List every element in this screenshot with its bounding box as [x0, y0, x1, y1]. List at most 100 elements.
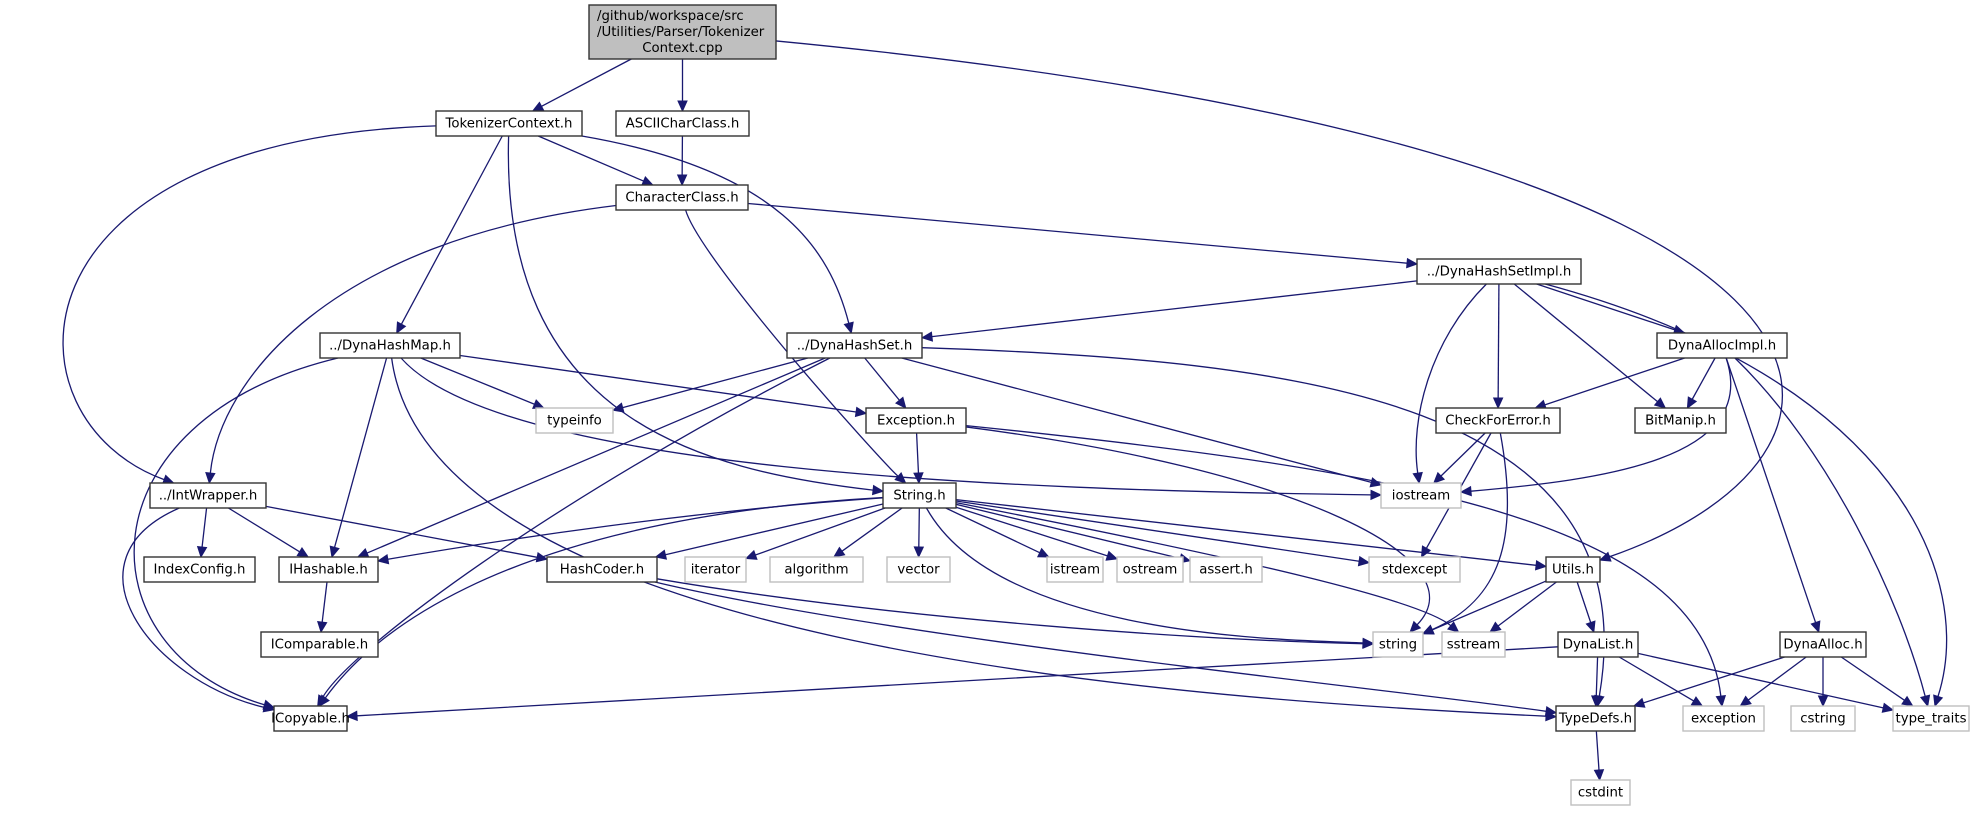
edge-arrowhead	[1632, 697, 1646, 708]
node-box	[865, 407, 967, 434]
edge-dynaalloc-to-cstring	[1817, 656, 1829, 708]
node-checkforerror[interactable]: CheckForError.h	[1435, 407, 1561, 434]
node-box	[319, 332, 461, 359]
node-vector: vector	[886, 556, 951, 583]
edge-line	[864, 357, 900, 401]
node-box	[1892, 705, 1970, 732]
node-box	[1682, 705, 1765, 732]
node-bitmanip[interactable]: BitManip.h	[1634, 407, 1727, 434]
edge-arrowhead	[1881, 702, 1895, 713]
node-icopyable[interactable]: ICopyable.h	[271, 705, 350, 732]
edge-line	[955, 506, 1108, 557]
node-box	[1116, 556, 1184, 583]
node-cstdint: cstdint	[1570, 779, 1631, 806]
node-box	[882, 482, 957, 509]
node-characterclass[interactable]: CharacterClass.h	[615, 184, 749, 211]
edge-line	[1431, 580, 1547, 631]
node-label: vector	[897, 563, 940, 578]
node-algorithm: algorithm	[769, 556, 864, 583]
edge-arrowhead	[1420, 545, 1432, 559]
edge-line	[955, 503, 1181, 560]
node-dynaallocimpl[interactable]: DynaAllocImpl.h	[1656, 332, 1788, 359]
node-box	[1557, 631, 1639, 658]
edge-line	[1643, 656, 1785, 704]
edge-dynahashsetimpl-to-iostream	[1412, 283, 1487, 485]
node-asciicharclass[interactable]: ASCIICharClass.h	[615, 110, 750, 137]
edge-line	[122, 507, 265, 709]
node-string: string	[1372, 631, 1424, 658]
edge-arrowhead	[1036, 547, 1050, 558]
node-icomparable[interactable]: IComparable.h	[260, 631, 379, 658]
edge-line	[390, 357, 1547, 717]
edge-line	[322, 357, 831, 698]
node-label: cstring	[1800, 712, 1845, 727]
edge-arrowhead	[532, 399, 545, 409]
edge-arrowhead	[913, 472, 924, 485]
node-dynahashset[interactable]: ../DynaHashSet.h	[786, 332, 923, 359]
edge-line	[931, 280, 1418, 338]
node-tokenizercontext[interactable]: TokenizerContext.h	[435, 110, 583, 137]
node-label: stdexcept	[1382, 563, 1447, 578]
node-root[interactable]: /github/workspace/src/Utilities/Parser/T…	[588, 4, 777, 60]
edge-arrowhead	[1409, 620, 1422, 633]
node-label: TokenizerContext.h	[445, 117, 573, 132]
edge-line	[387, 497, 884, 560]
node-label: CheckForError.h	[1445, 414, 1551, 429]
node-stringh[interactable]: String.h	[882, 482, 957, 509]
edge-asciicharclass-to-characterclass	[676, 135, 688, 187]
edge-intwrapper-to-icopyable	[122, 507, 276, 713]
edge-tokenizercontext-to-intwrapper	[62, 125, 437, 485]
edge-line	[1544, 357, 1685, 406]
edge-arrowhead	[913, 546, 925, 559]
edge-dynahashset-to-exception	[864, 357, 907, 409]
edge-arrowhead	[396, 321, 407, 335]
node-intwrapper[interactable]: ../IntWrapper.h	[149, 482, 267, 509]
node-label: iterator	[691, 563, 741, 578]
node-exception[interactable]: Exception.h	[865, 407, 967, 434]
node-label: ASCIICharClass.h	[626, 117, 740, 132]
edge-dynahashsetimpl-to-dynaallocimpl	[1536, 283, 1686, 335]
node-label: string	[1379, 638, 1417, 653]
edge-stringh-to-hashcoder	[654, 503, 884, 560]
node-typedefs[interactable]: TypeDefs.h	[1555, 705, 1636, 732]
node-label: ../DynaHashMap.h	[329, 339, 451, 354]
edge-line	[1440, 432, 1486, 477]
node-label: DynaAllocImpl.h	[1668, 339, 1776, 354]
edge-arrowhead	[677, 100, 688, 113]
edge-line	[955, 500, 1360, 562]
edge-dynahashmap-to-ihashable	[329, 357, 388, 559]
edge-arrowhead	[676, 174, 688, 187]
node-label: DynaList.h	[1563, 638, 1634, 653]
edge-line	[755, 507, 886, 556]
node-box	[615, 184, 749, 211]
node-ihashable[interactable]: IHashable.h	[278, 556, 379, 583]
edge-arrowhead	[1489, 621, 1502, 633]
node-hashcoder[interactable]: HashCoder.h	[546, 556, 658, 583]
node-label: istream	[1050, 563, 1100, 578]
edge-arrowhead	[1901, 695, 1914, 707]
node-dynahashsetimpl[interactable]: ../DynaHashSetImpl.h	[1416, 258, 1582, 285]
edge-arrowhead	[843, 321, 854, 335]
node-dynaalloc[interactable]: DynaAlloc.h	[1779, 631, 1867, 658]
edge-line	[1637, 652, 1884, 709]
node-label: typeinfo	[547, 414, 602, 429]
node-indexconfig[interactable]: IndexConfig.h	[143, 556, 256, 583]
node-label: cstdint	[1578, 786, 1623, 801]
edge-line	[420, 357, 535, 405]
edge-arrowhead	[1933, 694, 1944, 708]
node-label: iostream	[1392, 489, 1450, 504]
node-dynalist[interactable]: DynaList.h	[1557, 631, 1639, 658]
nodes-layer: /github/workspace/src/Utilities/Parser/T…	[143, 4, 1970, 806]
edge-arrowhead	[1919, 694, 1931, 708]
node-box	[435, 110, 583, 137]
node-label: sstream	[1447, 638, 1501, 653]
node-box	[535, 407, 614, 434]
edge-dynahashmap-to-iostream	[400, 357, 1383, 501]
edge-utils-to-sstream	[1489, 581, 1557, 633]
edge-line	[321, 581, 328, 623]
node-dynahashmap[interactable]: ../DynaHashMap.h	[319, 332, 461, 359]
edge-arrowhead	[329, 545, 340, 559]
node-typeinfo: typeinfo	[535, 407, 614, 434]
node-utils[interactable]: Utils.h	[1545, 556, 1601, 583]
edge-root-to-tokenizercontext	[531, 58, 632, 112]
